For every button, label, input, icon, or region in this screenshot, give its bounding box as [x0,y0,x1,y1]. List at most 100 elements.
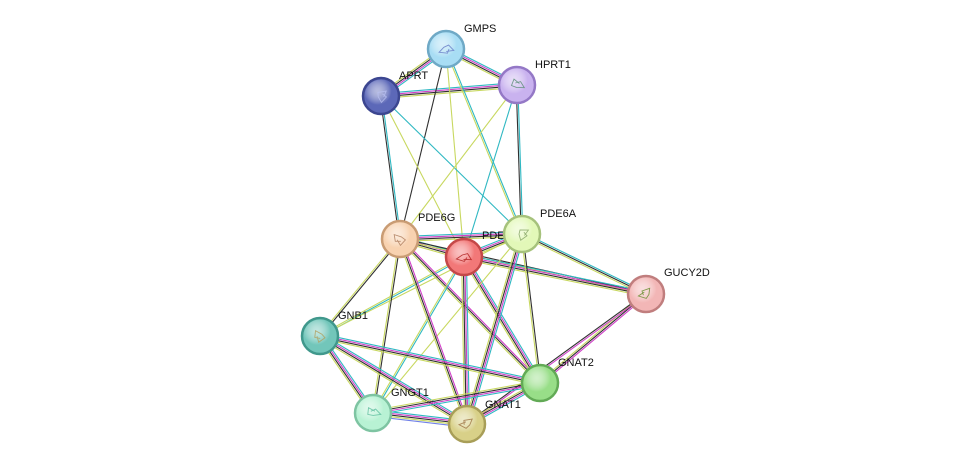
node-shading [383,222,417,256]
protein-structure-icon [367,406,382,416]
edge-strand [461,257,539,385]
edge-strand [319,233,523,337]
edge-strand [465,255,543,383]
edge-strand [397,239,467,425]
edge-pde6b-gngt1[interactable] [371,256,466,414]
edge-pde6b-gucy2d[interactable] [463,254,647,297]
node-shading [629,277,663,311]
protein-structure-icon [438,44,455,54]
edge-strand [400,238,470,424]
edge-strand [320,333,469,423]
edge-strand [445,48,465,258]
edge-aprt-hprt1[interactable] [380,82,518,99]
edge-strand [379,96,400,240]
edge-strand [319,336,467,426]
edge-strand [399,239,646,296]
edge-pde6b-gnat2[interactable] [461,255,543,385]
edge-strand [373,384,541,416]
edge-gmps-pde6a[interactable] [444,48,524,235]
edge-strand [381,86,518,99]
edge-strand [381,95,402,239]
node-label: GNB1 [338,310,368,322]
edge-strand [371,256,464,413]
edge-gnat2-gngt1[interactable] [372,380,541,416]
edge-gucy2d-gnat1[interactable] [466,292,647,426]
protein-structure-icon [393,233,407,247]
edge-strand [399,232,522,239]
edge-strand [444,49,522,235]
edge-gnb1-gnat2[interactable] [319,333,541,386]
node-gngt1[interactable]: GNGT1 [353,387,429,433]
edge-aprt-pde6b[interactable] [380,95,465,258]
edge-strand [380,83,517,96]
edge-gmps-pde6b[interactable] [445,48,465,258]
edge-gnb1-gnat1[interactable] [318,333,469,427]
protein-structure-icon [637,287,651,299]
edge-strand [400,237,647,294]
edge-strand [464,256,469,424]
edge-strand [464,233,521,424]
edge-strand [540,294,648,385]
edge-pde6a-gnat2[interactable] [520,233,542,384]
edge-hprt1-pde6g[interactable] [399,84,518,240]
edge-strand [522,232,647,294]
node-gnat2[interactable]: GNAT2 [520,357,594,403]
node-gnb1[interactable]: GNB1 [300,310,368,356]
node-shading [500,68,534,102]
edge-strand [538,292,646,383]
node-label: GNAT1 [485,399,521,411]
edge-strand [463,257,646,296]
edge-strand [517,84,524,234]
edge-aprt-pde6g[interactable] [379,95,402,240]
edge-strand [399,231,522,238]
edge-strand [320,334,541,383]
node-label: GNGT1 [391,387,429,399]
edge-strand [372,380,540,412]
edge-strand [399,84,518,240]
edge-strand [380,95,465,258]
edge-strand [372,381,540,413]
edge-aprt-pde6a[interactable] [380,95,523,235]
node-pde6b[interactable]: PDE [444,230,505,277]
edges-layer [317,46,648,428]
edge-strand [464,254,647,293]
edge-hprt1-pde6a[interactable] [515,84,524,235]
node-shading [523,366,557,400]
node-gucy2d[interactable]: GUCY2D [626,267,710,314]
node-aprt[interactable]: APRT [361,70,428,116]
node-shading [356,396,390,430]
edge-pde6g-gnb1[interactable] [318,238,402,337]
node-gnat1[interactable]: GNAT1 [447,399,521,444]
edge-pde6g-gucy2d[interactable] [399,237,647,296]
node-gmps[interactable]: GMPS [426,23,496,69]
edge-strand [371,238,400,413]
edge-strand [400,234,523,241]
edge-strand [462,257,540,384]
edge-gucy2d-gnat2[interactable] [538,292,648,385]
node-pde6g[interactable]: PDE6G [380,212,455,259]
protein-structure-icon [510,78,526,89]
edge-strand [399,238,541,384]
edge-strand [522,233,542,383]
edge-strand [463,84,518,258]
node-label: PDE6A [540,208,577,220]
node-pde6a[interactable]: PDE6A [502,208,577,254]
edge-gmps-pde6g[interactable] [399,48,447,240]
node-label: GUCY2D [664,267,710,279]
node-hprt1[interactable]: HPRT1 [497,59,571,105]
edge-pde6a-gucy2d[interactable] [521,232,647,296]
edge-strand [399,48,447,240]
edge-pde6g-gngt1[interactable] [371,238,402,414]
edge-pde6a-gnb1[interactable] [319,233,523,337]
node-shading [505,217,539,251]
edge-pde6g-gnat2[interactable] [398,237,542,385]
edge-strand [320,334,468,424]
node-label: APRT [399,70,428,82]
edge-hprt1-pde6b[interactable] [463,84,518,258]
edge-pde6g-gnat1[interactable] [397,238,470,425]
protein-structure-icon [314,329,326,344]
edge-strand [380,82,517,95]
edge-strand [320,239,402,337]
edge-strand [399,238,468,425]
edge-strand [373,239,402,414]
